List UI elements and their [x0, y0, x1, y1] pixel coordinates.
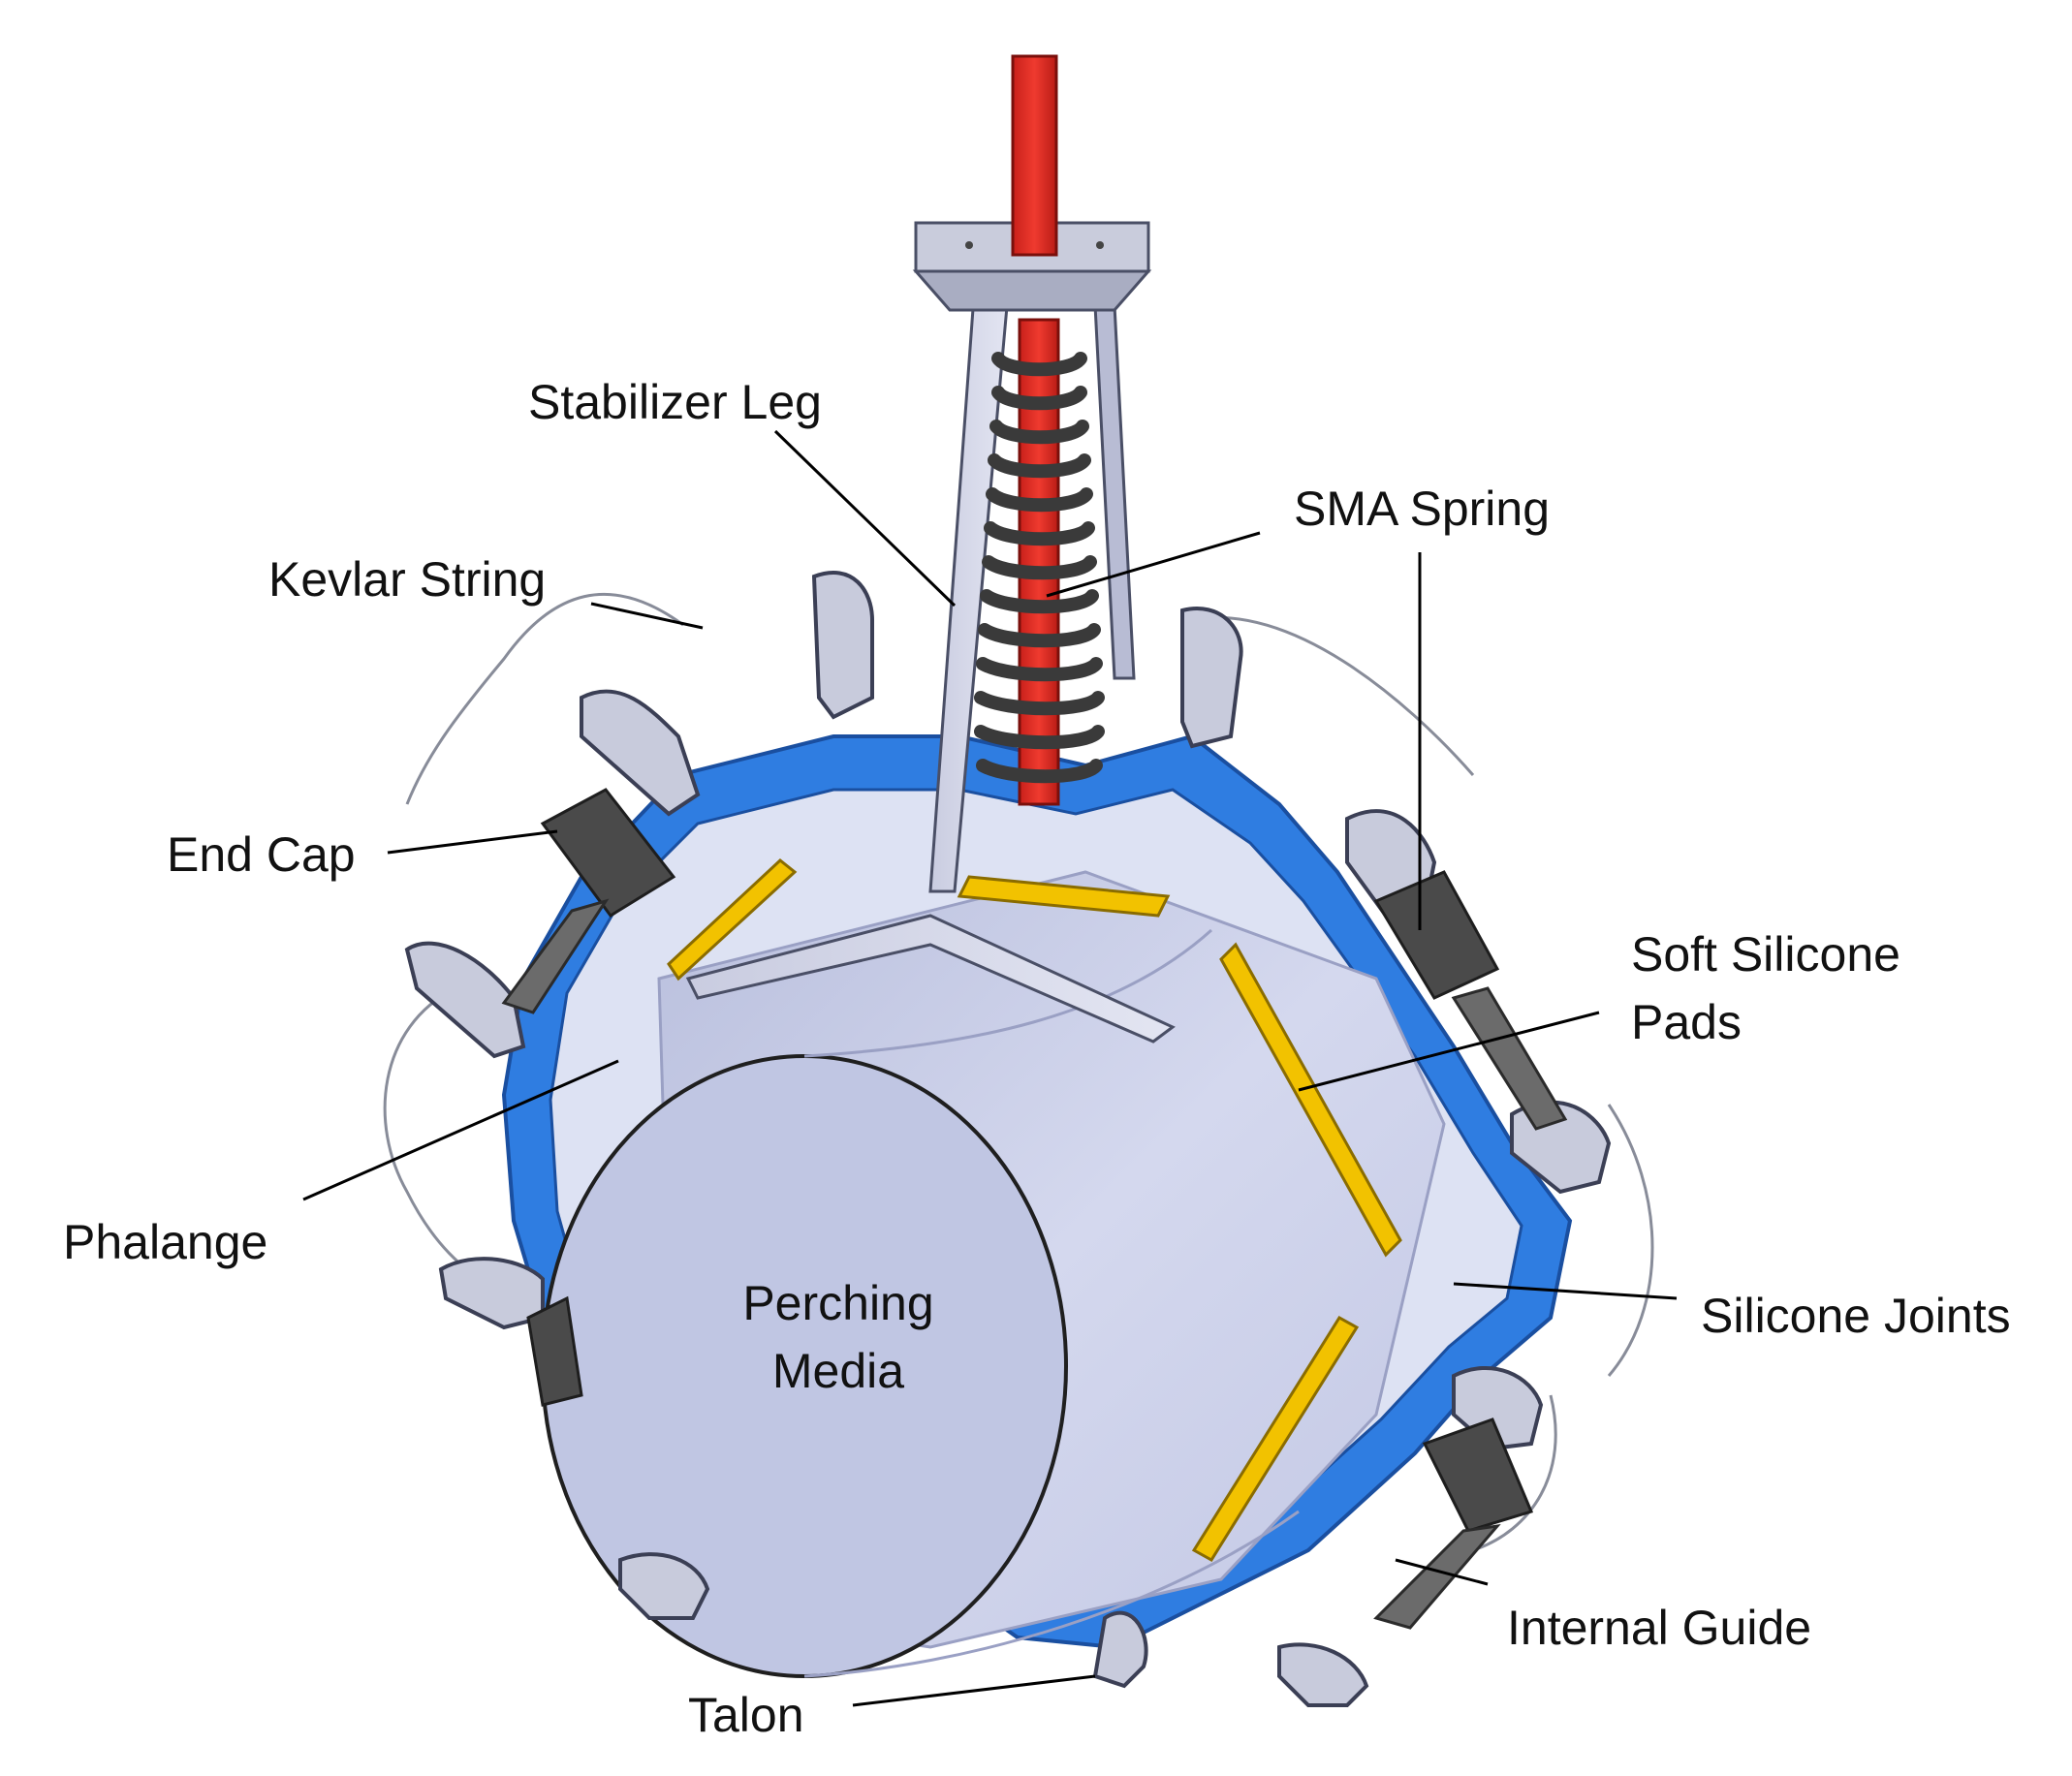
label-sma-spring: SMA Spring — [1294, 482, 1551, 536]
leader-talon — [852, 1674, 1096, 1707]
label-internal-guide: Internal Guide — [1507, 1601, 1812, 1655]
perching-media — [541, 870, 1446, 1678]
end-caps — [526, 788, 1534, 1533]
label-end-cap: End Cap — [167, 827, 356, 882]
kevlar-strings — [383, 592, 1654, 1552]
leader-sma-spring — [1046, 531, 1261, 598]
leader-kevlar-string — [590, 602, 704, 630]
label-phalange: Phalange — [63, 1215, 268, 1269]
soft-silicone-pads — [667, 858, 1402, 1563]
leader-silicone-joints — [1453, 1282, 1678, 1300]
label-soft-silicone-pads-line2: Pads — [1631, 995, 1742, 1049]
label-stabilizer-leg: Stabilizer Leg — [528, 375, 822, 429]
label-soft-silicone-pads-line1: Soft Silicone — [1631, 927, 1900, 981]
leader-internal-guide — [1395, 1558, 1489, 1586]
stabilizer-leg — [685, 294, 1176, 1044]
label-perching-media-line2: Media — [771, 1344, 905, 1398]
label-perching-media-line1: Perching — [742, 1276, 934, 1330]
leader-soft-silicone-pads — [1298, 1011, 1600, 1092]
sma-spring — [974, 352, 1105, 784]
leader-lines — [302, 429, 1678, 1707]
leader-phalange — [302, 1059, 619, 1201]
internal-guides — [501, 898, 1568, 1630]
label-kevlar-string: Kevlar String — [268, 552, 547, 607]
label-talon: Talon — [688, 1688, 804, 1742]
leader-end-cap — [387, 829, 558, 855]
label-perching-media: Perching Media — [644, 1269, 1032, 1405]
leader-stabilizer-leg — [773, 429, 957, 608]
label-silicone-joints: Silicone Joints — [1701, 1289, 2011, 1343]
